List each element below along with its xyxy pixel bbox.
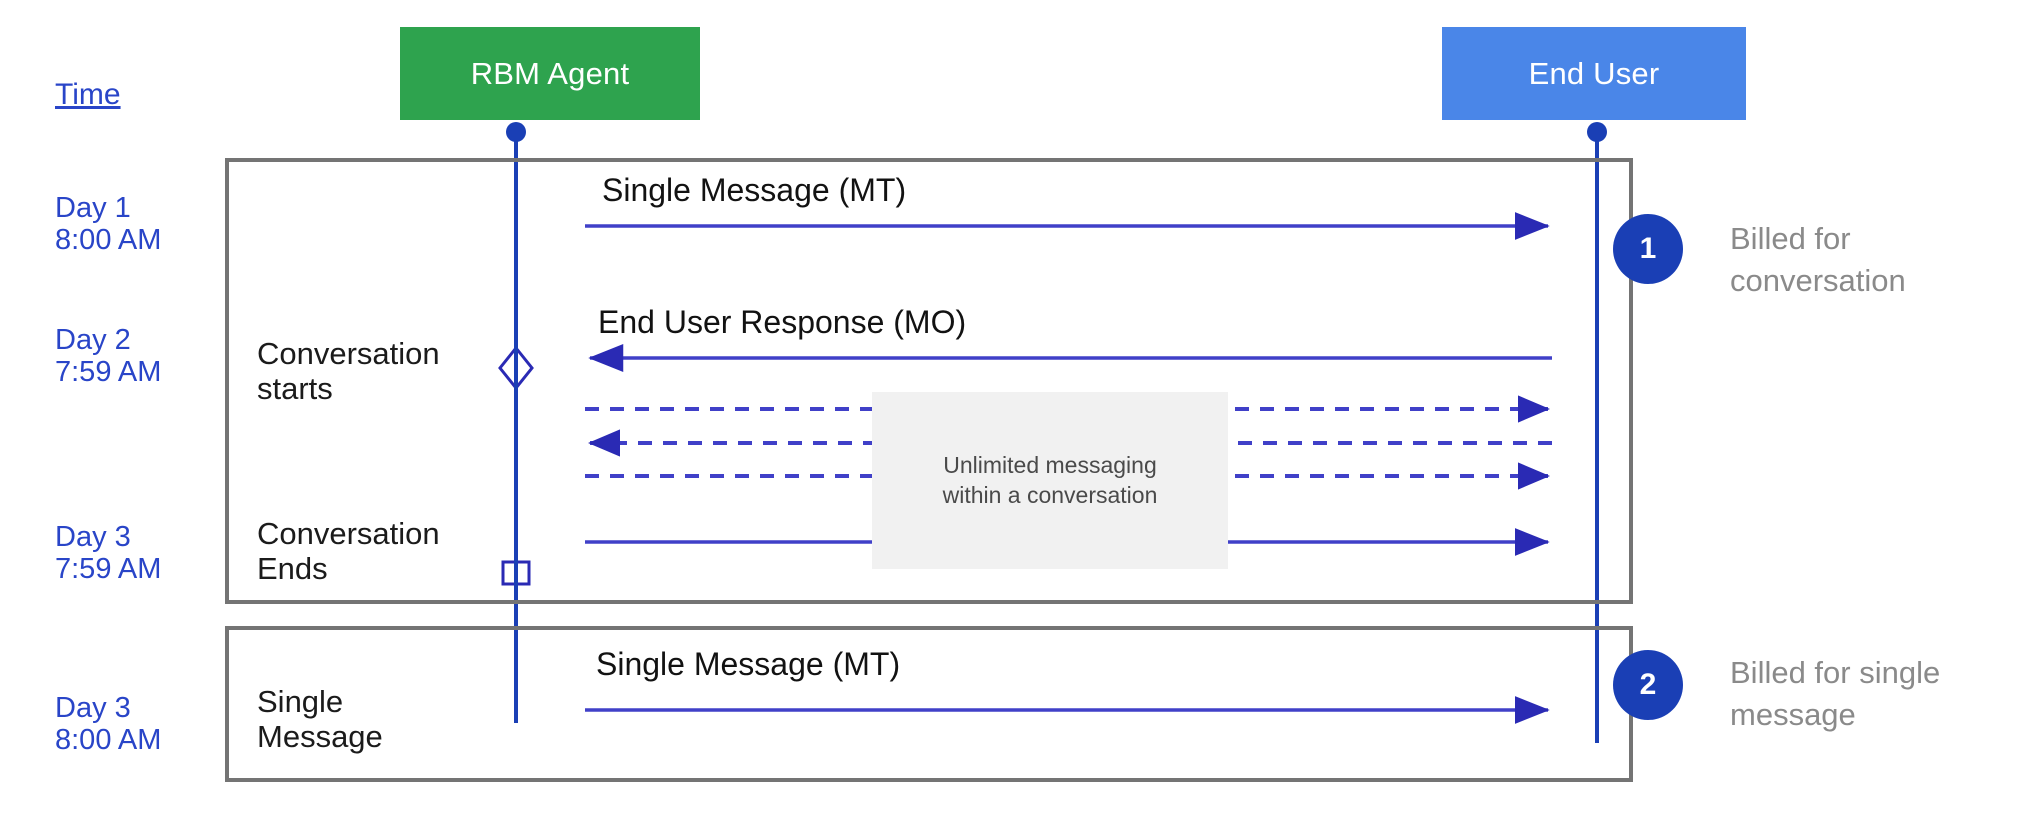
annotation-billed-for-single-message: Billed for single message <box>1730 655 1941 732</box>
end-user-lifeline-lower <box>1595 643 1599 743</box>
time-entry-day3-0759: Day 3 7:59 AM <box>55 521 162 586</box>
badge-1[interactable]: 1 <box>1613 214 1683 284</box>
rbm-agent-lifeline <box>514 130 518 583</box>
unlimited-messaging-note: Unlimited messaging within a conversatio… <box>872 392 1228 569</box>
actor-rbm-agent[interactable]: RBM Agent <box>400 27 700 120</box>
single-message-frame <box>225 626 1633 782</box>
caption-mo-1: End User Response (MO) <box>598 304 967 340</box>
label-conversation-starts: Conversation starts <box>257 336 440 407</box>
time-entry-day1-0800: Day 1 8:00 AM <box>55 192 162 257</box>
label-single-message: Single Message <box>257 684 383 755</box>
time-entry-day2-0759: Day 2 7:59 AM <box>55 324 162 389</box>
caption-mt-2: Single Message (MT) <box>596 646 901 682</box>
badge-2[interactable]: 2 <box>1613 650 1683 720</box>
caption-mt-1: Single Message (MT) <box>602 172 907 208</box>
conversation-frame <box>225 158 1633 604</box>
time-entry-day3-0800: Day 3 8:00 AM <box>55 692 162 757</box>
annotation-billed-for-conversation: Billed for conversation <box>1730 221 1906 298</box>
unlimited-messaging-note-text: Unlimited messaging within a conversatio… <box>942 451 1158 508</box>
time-column-header: Time <box>55 78 121 111</box>
rbm-agent-lifeline-lower <box>514 583 518 723</box>
actor-end-user[interactable]: End User <box>1442 27 1746 120</box>
end-user-lifeline <box>1595 130 1599 643</box>
label-conversation-ends: Conversation Ends <box>257 516 440 587</box>
